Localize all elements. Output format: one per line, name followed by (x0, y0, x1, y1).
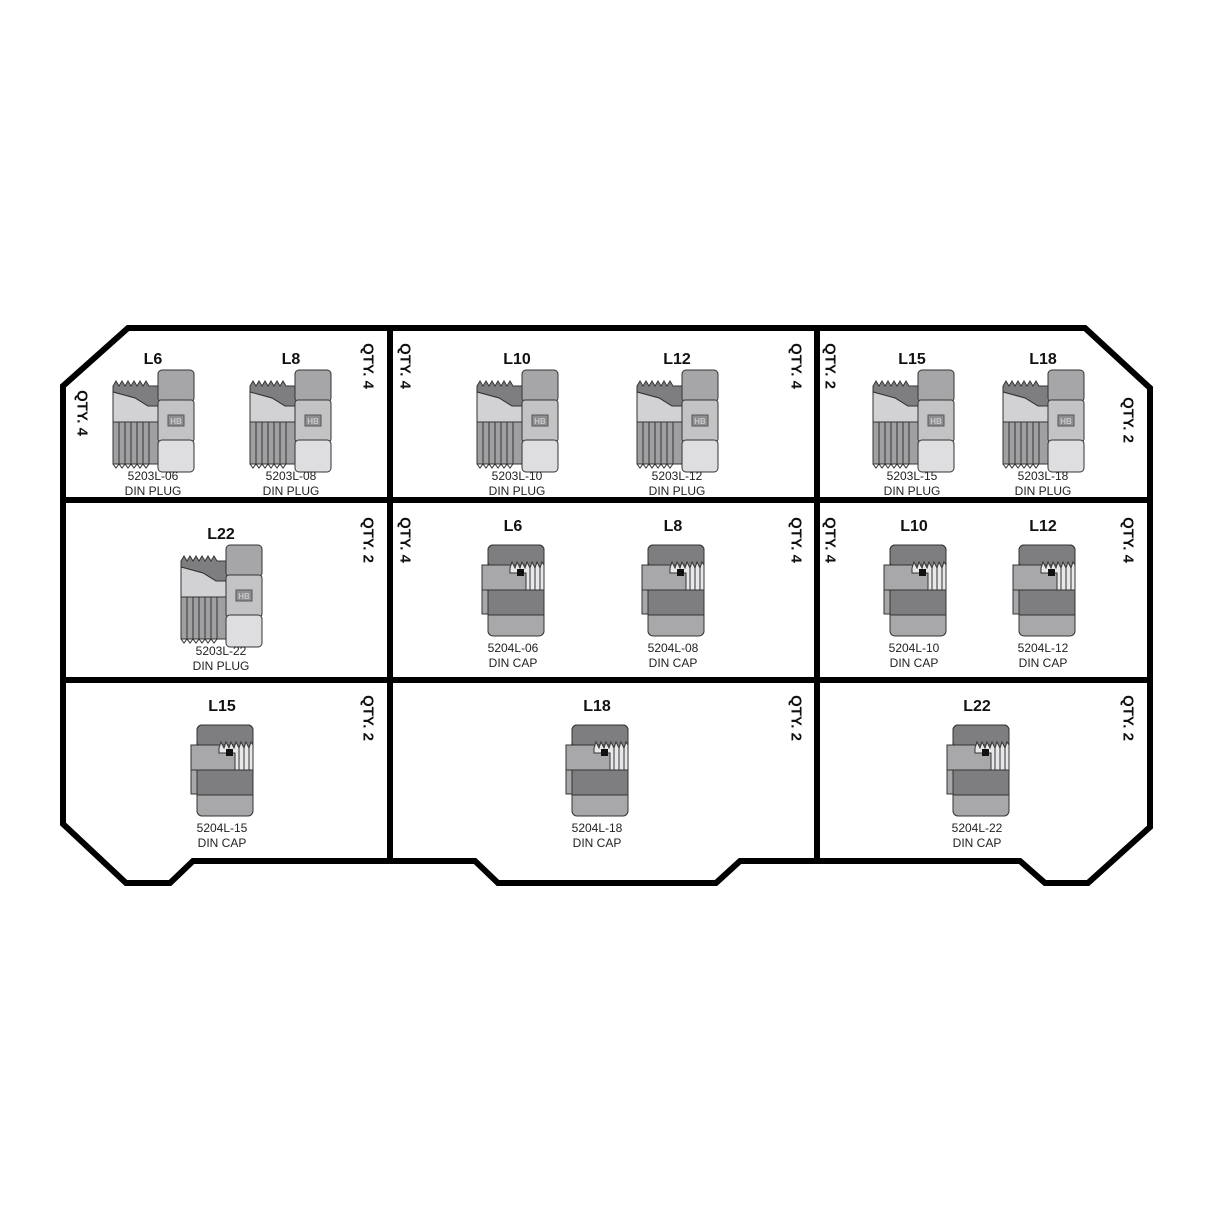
din-cap-fitting-icon (190, 724, 254, 817)
part-description: DIN PLUG (884, 484, 941, 498)
part-description: DIN CAP (890, 656, 939, 670)
part-number: 5204L-12 (1018, 641, 1069, 655)
qty-label-right: QTY. 2 (360, 517, 377, 563)
qty-label-right: QTY. 2 (1120, 695, 1137, 741)
qty-label-right: QTY. 4 (788, 343, 805, 390)
size-label: L15 (208, 698, 236, 715)
qty-label-right: QTY. 4 (1120, 517, 1137, 564)
part-number: 5203L-08 (266, 469, 317, 483)
part-description: DIN PLUG (489, 484, 546, 498)
din-cap-fitting-icon (565, 724, 629, 817)
size-label: L6 (144, 351, 163, 368)
part-number: 5203L-18 (1018, 469, 1069, 483)
part-description: DIN PLUG (125, 484, 182, 498)
part-description: DIN CAP (953, 836, 1002, 850)
qty-label-left: QTY. 4 (822, 517, 839, 564)
din-cap-fitting-icon (641, 544, 705, 637)
size-label: L18 (1029, 351, 1057, 368)
part-number: 5204L-22 (952, 821, 1003, 835)
din-cap-fitting-icon (1012, 544, 1076, 637)
size-label: L15 (898, 351, 926, 368)
size-label: L10 (503, 351, 531, 368)
size-label: L8 (664, 518, 683, 535)
part-description: DIN CAP (489, 656, 538, 670)
part-number: 5203L-12 (652, 469, 703, 483)
part-description: DIN PLUG (193, 659, 250, 673)
part-number: 5203L-06 (128, 469, 179, 483)
size-label: L10 (900, 518, 928, 535)
size-label: L22 (963, 698, 991, 715)
qty-label-left: QTY. 4 (397, 517, 414, 564)
part-description: DIN CAP (573, 836, 622, 850)
qty-label-left: QTY. 4 (74, 390, 91, 437)
part-description: DIN PLUG (263, 484, 320, 498)
size-label: L12 (663, 351, 691, 368)
qty-label-right: QTY. 4 (360, 343, 377, 390)
size-label: L12 (1029, 518, 1057, 535)
part-description: DIN CAP (1019, 656, 1068, 670)
din-cap-fitting-icon (883, 544, 947, 637)
part-number: 5204L-06 (488, 641, 539, 655)
part-number: 5203L-22 (196, 644, 247, 658)
part-description: DIN CAP (198, 836, 247, 850)
qty-label-right: QTY. 4 (788, 517, 805, 564)
qty-label-left: QTY. 2 (822, 343, 839, 389)
part-description: DIN CAP (649, 656, 698, 670)
part-description: DIN PLUG (1015, 484, 1072, 498)
din-cap-fitting-icon (946, 724, 1010, 817)
qty-label-right: QTY. 2 (1120, 397, 1137, 443)
part-description: DIN PLUG (649, 484, 706, 498)
part-number: 5204L-08 (648, 641, 699, 655)
part-number: 5204L-18 (572, 821, 623, 835)
size-label: L22 (207, 526, 235, 543)
size-label: L6 (504, 518, 523, 535)
size-label: L8 (282, 351, 301, 368)
qty-label-right: QTY. 2 (788, 695, 805, 741)
part-number: 5204L-10 (889, 641, 940, 655)
qty-label-right: QTY. 2 (360, 695, 377, 741)
part-number: 5203L-15 (887, 469, 938, 483)
size-label: L18 (583, 698, 611, 715)
part-number: 5204L-15 (197, 821, 248, 835)
part-number: 5203L-10 (492, 469, 543, 483)
qty-label-left: QTY. 4 (397, 343, 414, 390)
din-cap-fitting-icon (481, 544, 545, 637)
